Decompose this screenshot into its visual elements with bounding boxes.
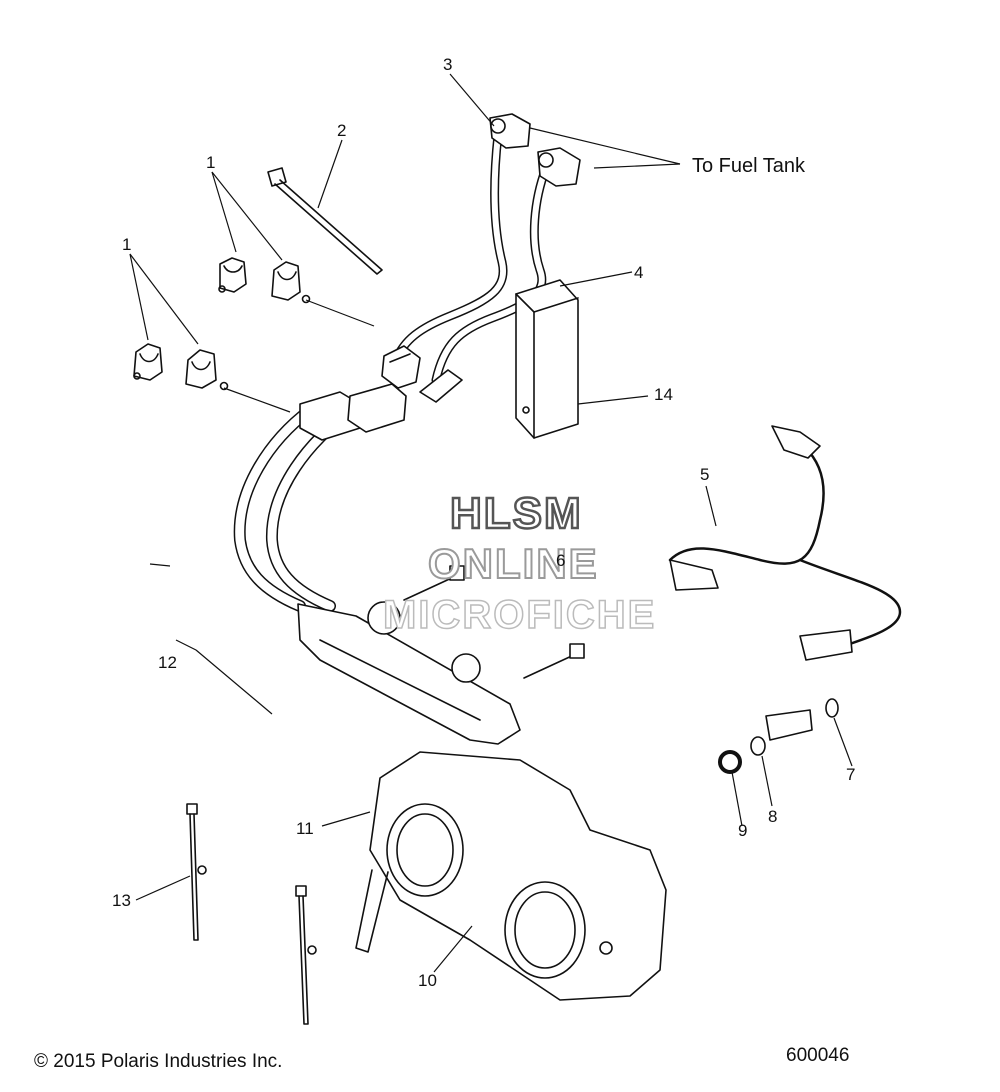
callout-7: 7	[846, 765, 856, 784]
leader-line-to-fuel-tank	[529, 127, 681, 169]
clip-part-lower-right	[185, 349, 229, 391]
copyright-text: © 2015 Polaris Industries Inc.	[34, 1051, 283, 1072]
callout-2: 2	[337, 121, 347, 140]
leader-line-1b	[129, 253, 199, 345]
callout-13: 13	[112, 891, 131, 910]
fuel-injector-part	[765, 709, 813, 741]
washer-part-8	[750, 736, 766, 756]
callout-3: 3	[443, 55, 453, 74]
callout-9: 9	[738, 821, 748, 840]
leader-line-8	[761, 755, 773, 807]
bolt-part-upper	[403, 565, 465, 601]
fuel-rail-assembly-part	[233, 383, 521, 745]
callout-6: 6	[556, 551, 566, 570]
callout-1-lower: 1	[122, 235, 132, 254]
callout-12: 12	[158, 653, 177, 672]
callout-4: 4	[634, 263, 644, 282]
leader-line-1a	[211, 171, 283, 261]
callout-14: 14	[654, 385, 673, 404]
leader-line-clip-upper	[305, 299, 375, 327]
seal-part-9	[718, 750, 742, 774]
fuel-line-part-3	[381, 113, 531, 389]
callout-5: 5	[700, 465, 710, 484]
leader-line-clip-lower	[223, 387, 291, 413]
leader-line-3	[449, 73, 495, 127]
leader-line-11	[321, 811, 371, 827]
cable-tie-part	[267, 167, 383, 275]
leader-line-9	[731, 771, 743, 827]
leader-line-12	[149, 563, 273, 715]
leader-line-5	[705, 485, 717, 527]
tie-strap-part-left	[186, 803, 207, 941]
leader-line-4	[559, 271, 633, 287]
tie-strap-part-right	[295, 885, 317, 1025]
leader-line-7	[833, 717, 853, 767]
callout-1-upper: 1	[206, 153, 216, 172]
clip-part-upper-right	[271, 261, 311, 304]
to-fuel-tank-label: To Fuel Tank	[692, 155, 806, 177]
leader-line-14	[577, 395, 649, 405]
foam-block-part	[515, 279, 579, 439]
callout-11: 11	[296, 819, 314, 838]
leader-line-2	[317, 139, 343, 209]
throttle-body-part	[355, 751, 667, 1001]
injector-harness-part	[668, 425, 902, 661]
figure-number: 600046	[786, 1045, 850, 1066]
clip-part-lower-left	[133, 343, 163, 381]
callout-10: 10	[418, 971, 437, 990]
callout-8: 8	[768, 807, 778, 826]
bolt-part-lower	[523, 643, 585, 679]
o-ring-part-7	[825, 698, 839, 718]
leader-line-10	[433, 925, 473, 973]
clip-part-upper-left	[218, 257, 247, 293]
leader-line-13	[135, 875, 191, 901]
